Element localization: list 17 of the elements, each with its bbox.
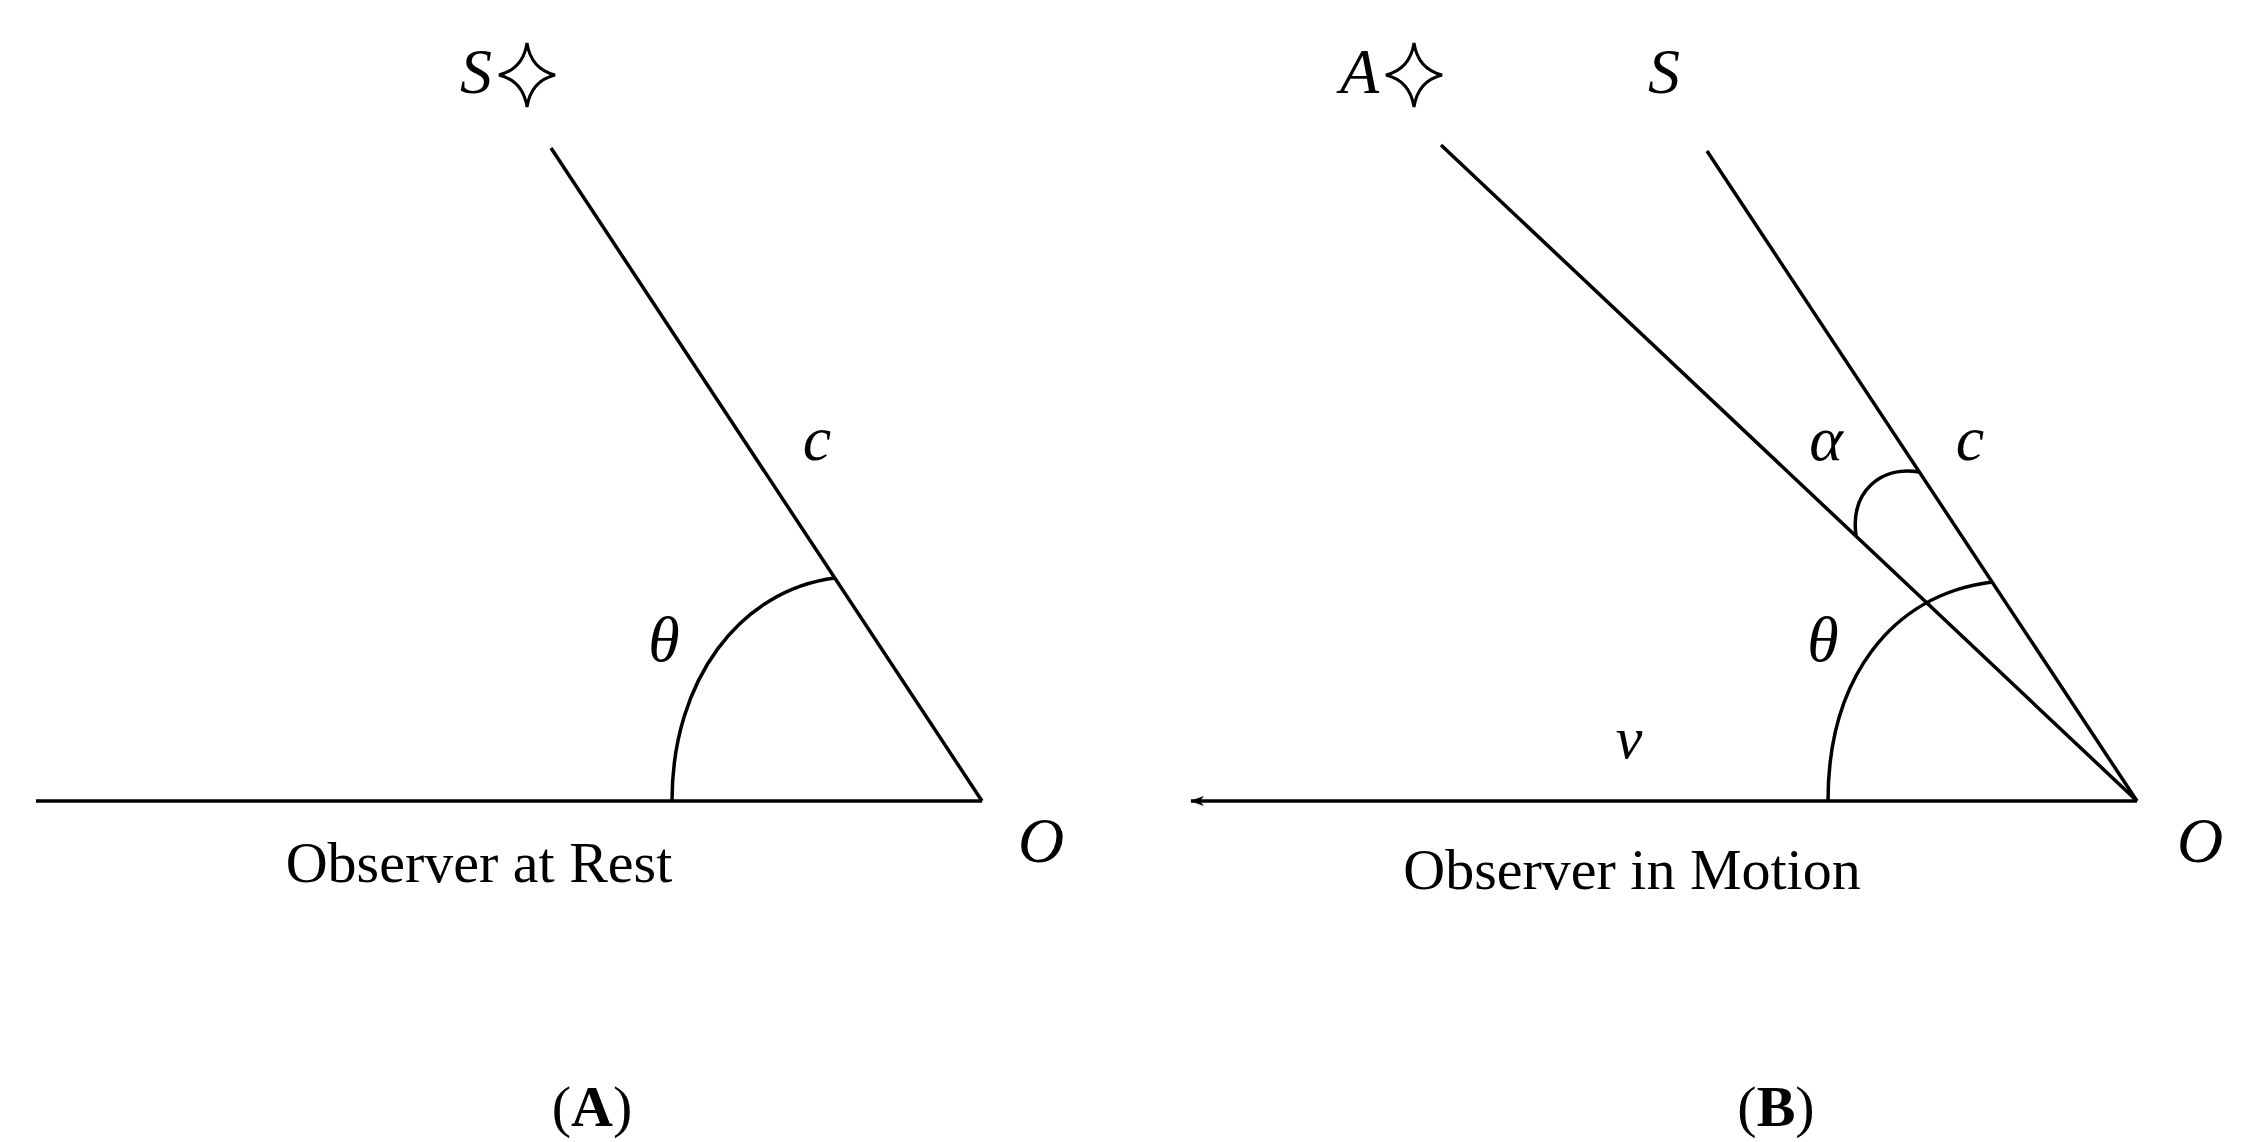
panel-label: (A)	[551, 1078, 633, 1136]
angle-label: θ	[1807, 608, 1839, 672]
angle-label: α	[1809, 407, 1843, 471]
point-label: S	[1648, 40, 1680, 104]
angle-label: θ	[648, 608, 680, 672]
line-label: c	[1955, 407, 1985, 471]
line	[36, 799, 982, 803]
line	[549, 147, 984, 802]
axis-caption: Observer in Motion	[1403, 841, 1861, 899]
axis-caption: Observer at Rest	[285, 834, 673, 892]
arrow	[1190, 796, 2137, 806]
point-label: O	[1018, 809, 1065, 873]
point-label: S	[460, 40, 492, 104]
line-label: c	[802, 407, 832, 471]
point-label: O	[2177, 809, 2224, 873]
line	[1705, 150, 2139, 802]
panel-label: (B)	[1737, 1078, 1815, 1136]
